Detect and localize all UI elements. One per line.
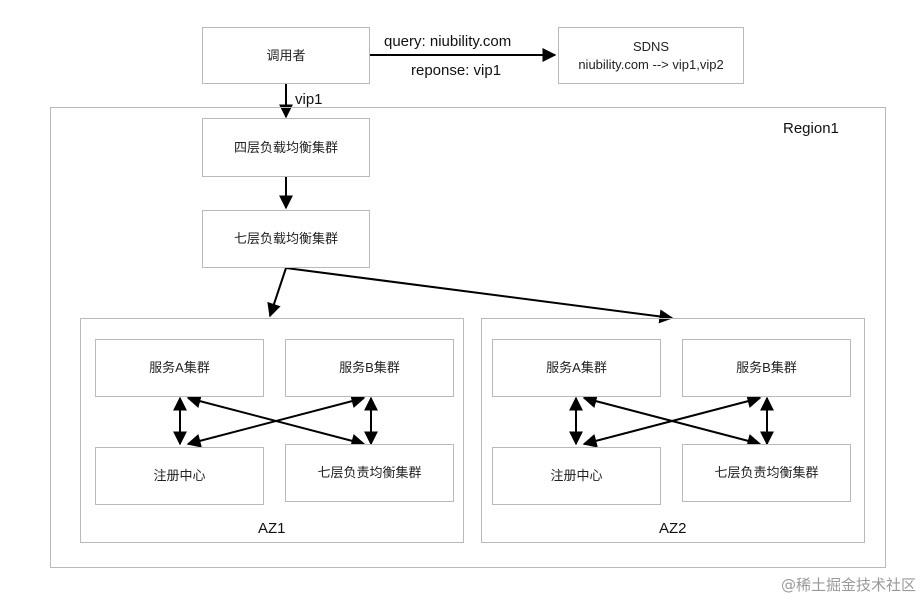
az1-service-a-label: 服务A集群 [149, 360, 210, 376]
response-label: reponse: vip1 [411, 62, 502, 79]
caller-label: 调用者 [266, 47, 306, 63]
arrow-az1-registry-b [186, 394, 366, 448]
az1-registry-label: 注册中心 [153, 468, 206, 484]
region-label: Region1 [783, 120, 839, 137]
az1-registry-node: 注册中心 [95, 447, 264, 505]
watermark: @稀土掘金技术社区 [780, 576, 916, 594]
az1-l7lb-label: 七层负责均衡集群 [317, 465, 422, 481]
query-label: query: niubility.com [384, 33, 512, 50]
l7-lb-node: 七层负载均衡集群 [202, 210, 370, 268]
az2-service-a-label: 服务A集群 [546, 360, 607, 376]
az2-service-a-node: 服务A集群 [492, 339, 661, 397]
sdns-title: SDNS [632, 38, 670, 54]
arrow-l7-to-az1 [267, 267, 287, 318]
az2-service-b-label: 服务B集群 [736, 360, 797, 376]
az2-registry-label: 注册中心 [550, 468, 603, 484]
az2-label: AZ2 [659, 520, 687, 537]
arrow-az2-registry-b [582, 394, 762, 448]
arrow-l7-to-az2 [285, 267, 674, 324]
l7-lb-label: 七层负载均衡集群 [233, 231, 338, 247]
az1-l7lb-node: 七层负责均衡集群 [285, 444, 454, 502]
sdns-mapping: niubility.com --> vip1,vip2 [578, 56, 724, 72]
az2-frame [481, 318, 865, 543]
l4-lb-node: 四层负载均衡集群 [202, 118, 370, 177]
sdns-node: SDNS niubility.com --> vip1,vip2 [558, 27, 744, 84]
vip-label: vip1 [295, 91, 323, 108]
az2-l7lb-label: 七层负责均衡集群 [714, 465, 819, 481]
caller-node: 调用者 [202, 27, 370, 84]
az1-service-b-node: 服务B集群 [285, 339, 454, 397]
az1-service-a-node: 服务A集群 [95, 339, 264, 397]
az1-label: AZ1 [258, 520, 286, 537]
az2-service-b-node: 服务B集群 [682, 339, 851, 397]
l4-lb-label: 四层负载均衡集群 [233, 139, 338, 155]
az2-registry-node: 注册中心 [492, 447, 661, 505]
region-frame [50, 107, 886, 568]
az1-service-b-label: 服务B集群 [339, 360, 400, 376]
az2-l7lb-node: 七层负责均衡集群 [682, 444, 851, 502]
az1-frame [80, 318, 464, 543]
